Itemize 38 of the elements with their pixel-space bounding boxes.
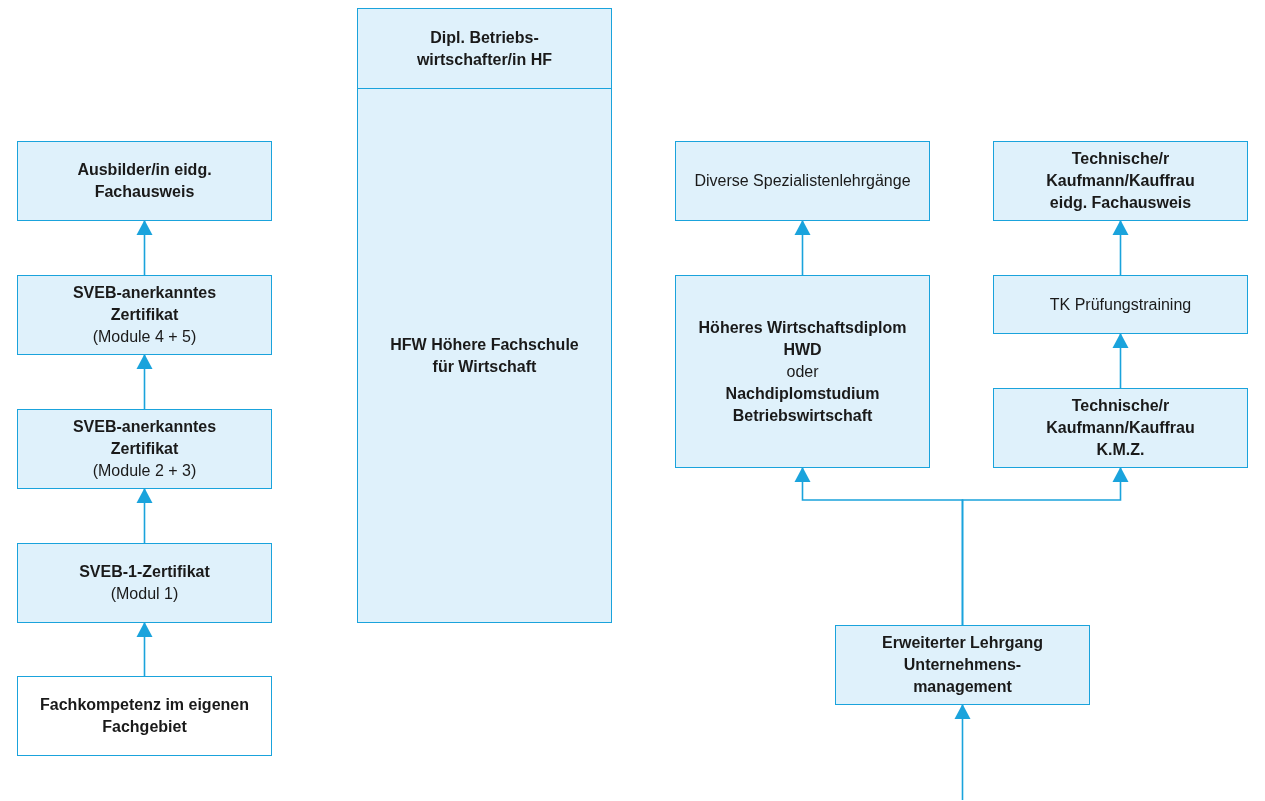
arrow (794, 220, 811, 276)
arrow (1112, 220, 1129, 276)
process-box (17, 275, 272, 355)
process-box (357, 8, 612, 623)
box-label: SVEB-anerkanntes Zertifikat (71, 283, 218, 325)
box-label: (Module 2 + 3) (92, 461, 197, 481)
arrow (136, 354, 153, 410)
box-label: (Modul 1) (110, 584, 179, 604)
arrow (961, 467, 1129, 626)
box-label: HFW Höhere Fachschule für Wirtschaft (389, 334, 580, 377)
box-label: (Module 4 + 5) (92, 327, 197, 347)
box-label: Erweiterter Lehrgang Unternehmens- management (881, 633, 1044, 697)
process-box (17, 543, 272, 623)
arrow (1112, 333, 1129, 389)
process-box (17, 409, 272, 489)
process-box (993, 141, 1248, 221)
box-label: Technische/r Kaufmann/Kauffrau K.M.Z. (1045, 396, 1196, 460)
process-box (675, 275, 930, 468)
process-box (675, 141, 930, 221)
box-label: Diverse Spezialistenlehrgänge (694, 171, 911, 191)
box-label: Fachkompetenz im eigenen Fachgebiet (39, 695, 250, 737)
process-box (835, 625, 1090, 705)
box-label: Nachdiplomstudium Betriebswirtschaft (724, 383, 881, 426)
arrow (136, 622, 153, 677)
arrow (136, 488, 153, 544)
box-label: Dipl. Betriebs- wirtschafter/in HF (415, 27, 554, 70)
box-label: SVEB-1-Zertifikat (79, 562, 210, 582)
process-box (17, 676, 272, 756)
process-box (993, 275, 1248, 334)
arrow (954, 704, 971, 801)
box-label: oder (786, 361, 819, 382)
box-label: Ausbilder/in eidg. Fachausweis (76, 160, 213, 202)
box-label: TK Prüfungstraining (1049, 294, 1192, 315)
box-label: SVEB-anerkanntes Zertifikat (71, 417, 218, 459)
process-box (993, 388, 1248, 468)
arrow (136, 220, 153, 276)
box-label: Technische/r Kaufmann/Kauffrau eidg. Fachausweis (1045, 149, 1196, 213)
process-box (17, 141, 272, 221)
